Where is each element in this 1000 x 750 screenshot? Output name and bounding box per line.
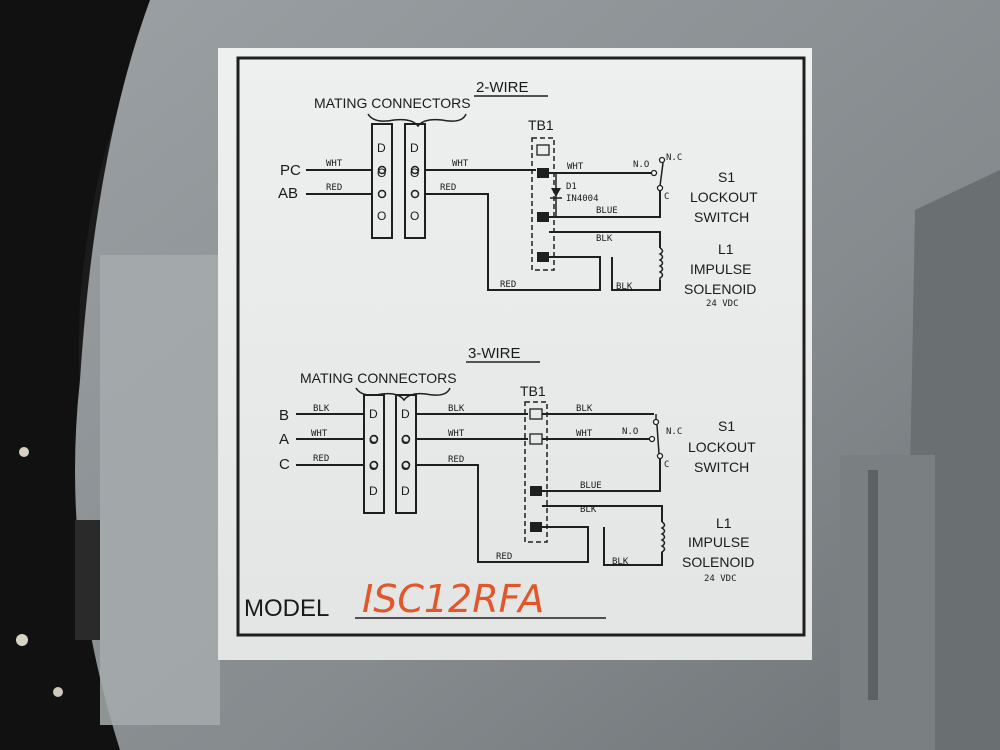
switch-ref: S1 [718,169,735,185]
debris-speck [19,447,29,457]
model-number-handwritten: ISC12RFA [362,577,544,621]
switch-c: C [664,460,669,470]
plug-b-pin-1: D [410,141,419,155]
terminal-block-label: TB1 [528,117,554,133]
black-wheel [0,0,170,750]
housing-notch [75,520,100,640]
paper-label [218,48,812,660]
two-wire-diagram: 2-WIRE MATING CONNECTORS D O O D O O PC … [278,79,758,309]
input-ab-wire-color: RED [326,183,342,193]
bracket [840,455,935,750]
plug-a-pin-1: D [369,407,378,421]
mating-connector-plug-b [404,123,426,239]
plug-a-pin-2: O [369,433,378,447]
two-wire-connectors-label: MATING CONNECTORS [314,95,471,111]
terminal-block-label: TB1 [520,383,546,399]
debris-speck [53,687,63,697]
wire-label-blk-upper: BLK [596,234,613,244]
plug-a-pin-3: O [377,209,386,223]
switch-line3: SWITCH [694,209,749,225]
mating-connector-plug-b [395,394,417,514]
two-wire-title: 2-WIRE [476,79,529,96]
plug-b-pin-2: O [401,433,410,447]
input-b-wire-color: BLK [313,404,330,414]
switch-line2: LOCKOUT [688,439,756,455]
wire-label-blk-right: BLK [576,404,593,414]
plug-a-pin-4: D [369,484,378,498]
wire-label-wht-right: WHT [576,429,593,439]
wire-label-red-bottom: RED [500,280,516,290]
diode-part: IN4004 [566,194,599,204]
solenoid-line2: IMPULSE [688,534,749,550]
debris-speck [16,634,28,646]
switch-line2: LOCKOUT [690,189,758,205]
plug-a-pin-1: D [377,141,386,155]
wire-label-red-bottom: RED [496,552,512,562]
wire-label-wht: WHT [448,429,465,439]
plug-b-pin-3: O [410,209,419,223]
lockout-switch-symbol [648,414,664,460]
plug-b-pin-4: D [401,484,410,498]
wire-label-blk-upper: BLK [580,505,597,515]
switch-line3: SWITCH [694,459,749,475]
wire-label-blk-lower: BLK [612,557,629,567]
wire-label-wht-right: WHT [567,162,584,172]
diode-symbol [551,188,561,197]
diode-ref: D1 [566,182,577,192]
input-ab-label: AB [278,185,298,202]
wire-label-blue: BLUE [596,206,618,216]
terminal-block [531,137,555,271]
switch-c: C [664,192,669,202]
solenoid-line3: SOLENOID [684,281,756,297]
label-border [236,56,806,637]
plug-a-pin-3: O [369,459,378,473]
mating-connector-plug-a [363,394,385,514]
solenoid-rating: 24 VDC [706,299,739,309]
switch-nc: N.C [666,153,682,163]
solenoid-rating: 24 VDC [704,574,737,584]
solenoid-line3: SOLENOID [682,554,754,570]
switch-no: N.O [633,160,649,170]
solenoid-ref: L1 [718,241,734,257]
lockout-switch-symbol [650,156,666,192]
solenoid-ref: L1 [716,515,732,531]
switch-ref: S1 [718,418,735,434]
input-c-label: C [279,456,290,473]
bracket-slot [868,470,878,700]
switch-nc: N.C [666,427,682,437]
input-b-label: B [279,407,289,424]
input-pc-label: PC [280,162,301,179]
wire-label-red-mid: RED [440,183,456,193]
three-wire-diagram: 3-WIRE MATING CONNECTORS D O O D D O O D… [279,345,756,584]
wire-label-red-mid: RED [448,455,464,465]
input-c-wire-color: RED [313,454,329,464]
solenoid-line2: IMPULSE [690,261,751,277]
plug-b-pin-1: D [401,407,410,421]
solenoid-coil-symbol [660,521,666,554]
solenoid-coil-symbol [658,247,664,280]
input-pc-wire-color: WHT [326,159,343,169]
model-label: MODEL [244,595,329,622]
three-wire-connectors-label: MATING CONNECTORS [300,370,457,386]
input-a-label: A [279,431,289,448]
switch-no: N.O [622,427,638,437]
three-wire-title: 3-WIRE [468,345,521,362]
wire-label-blk: BLK [448,404,465,414]
wire-label-blk-lower: BLK [616,282,633,292]
tape-strip [100,255,220,725]
input-a-wire-color: WHT [311,429,328,439]
terminal-block [524,401,548,543]
wire-label-wht: WHT [452,159,469,169]
plug-b-pin-3: O [401,459,410,473]
mating-connector-plug-a [371,123,393,239]
wire-label-blue: BLUE [580,481,602,491]
